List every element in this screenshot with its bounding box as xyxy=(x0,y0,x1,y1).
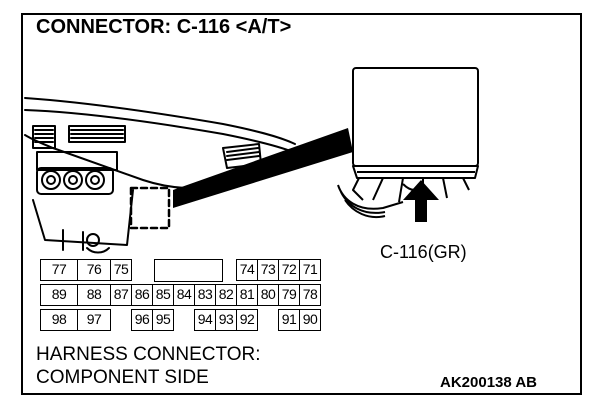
wire-harness xyxy=(337,184,404,210)
display-panel xyxy=(36,151,118,171)
pin-73: 73 xyxy=(257,259,279,281)
pin-95: 95 xyxy=(152,309,174,331)
pin-84: 84 xyxy=(173,284,195,306)
connector-lock-block xyxy=(154,259,223,282)
knob xyxy=(41,170,61,190)
figure-code: AK200138 AB xyxy=(440,374,537,391)
pin-79: 79 xyxy=(278,284,300,306)
connector-location-box xyxy=(129,186,171,230)
pin-75: 75 xyxy=(110,259,132,281)
dashboard-outline xyxy=(24,97,296,145)
connector-label: C-116(GR) xyxy=(380,242,467,262)
callout-wedge xyxy=(173,128,353,208)
pin-81: 81 xyxy=(236,284,258,306)
pin-78: 78 xyxy=(299,284,321,306)
dashboard-illustration xyxy=(24,67,479,254)
ecu-module xyxy=(352,67,479,167)
pin-89: 89 xyxy=(40,284,78,306)
pin-71: 71 xyxy=(299,259,321,281)
pin-80: 80 xyxy=(257,284,279,306)
harness-label-line2: COMPONENT SIDE xyxy=(36,367,209,388)
pin-94: 94 xyxy=(194,309,216,331)
pin-91: 91 xyxy=(278,309,300,331)
pin-85: 85 xyxy=(152,284,174,306)
pin-74: 74 xyxy=(236,259,258,281)
harness-label-line1: HARNESS CONNECTOR: xyxy=(36,344,261,365)
arrow-icon xyxy=(403,180,439,222)
pin-86: 86 xyxy=(131,284,153,306)
pin-92: 92 xyxy=(236,309,258,331)
diagram-frame xyxy=(21,13,582,395)
harness-label: HARNESS CONNECTOR: COMPONENT SIDE xyxy=(36,343,261,389)
pin-88: 88 xyxy=(77,284,111,306)
pin-97: 97 xyxy=(77,309,111,331)
air-vent xyxy=(32,125,56,149)
pin-96: 96 xyxy=(131,309,153,331)
pin-90: 90 xyxy=(299,309,321,331)
pin-83: 83 xyxy=(194,284,216,306)
pin-87: 87 xyxy=(110,284,132,306)
pin-76: 76 xyxy=(77,259,111,281)
pin-77: 77 xyxy=(40,259,78,281)
pin-82: 82 xyxy=(215,284,237,306)
pin-72: 72 xyxy=(278,259,300,281)
pin-98: 98 xyxy=(40,309,78,331)
diagram-title: CONNECTOR: C-116 <A/T> xyxy=(36,16,292,38)
pin-93: 93 xyxy=(215,309,237,331)
